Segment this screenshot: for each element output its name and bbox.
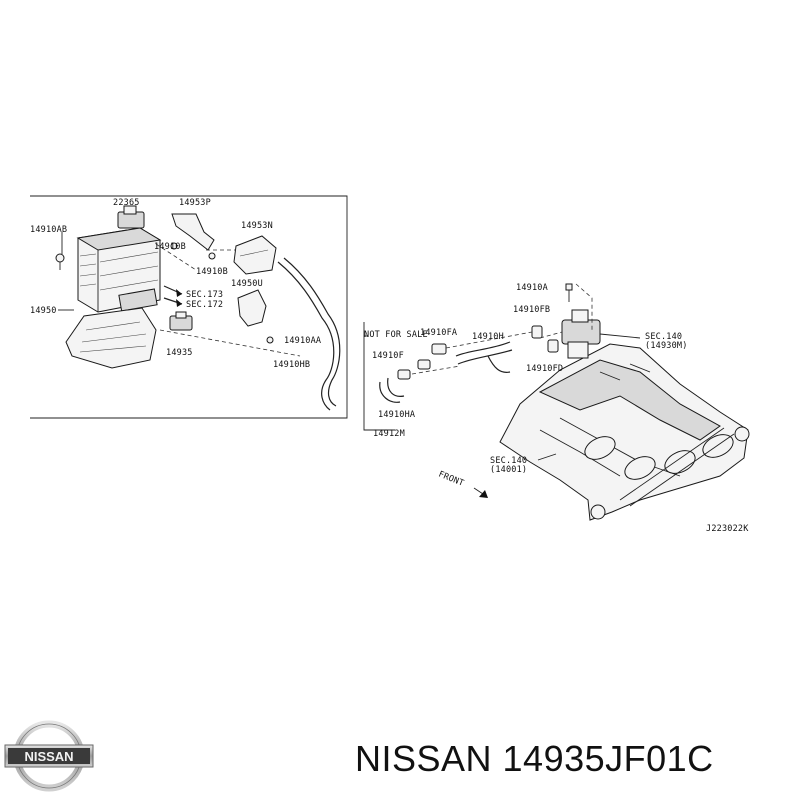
- label-sec140-b-sub: (14001): [490, 465, 527, 475]
- label-sec140-b: SEC.140: [490, 456, 527, 466]
- hose-14910ha: [379, 377, 405, 403]
- label-22365: 22365: [113, 198, 140, 208]
- label-sec172: SEC.172: [186, 300, 223, 310]
- nissan-logo: NISSAN: [4, 720, 94, 792]
- label-14950u: 14950U: [231, 279, 263, 289]
- clip-14910fb: [531, 325, 543, 339]
- intake-manifold: [499, 343, 750, 521]
- valve-22365: [117, 205, 145, 229]
- bolt-14910ab: [55, 253, 65, 270]
- canister-assembly: [65, 227, 162, 369]
- label-14910hb: 14910HB: [273, 360, 310, 370]
- hose-14910hb: [277, 261, 335, 411]
- label-14910b-1: 14910B: [154, 242, 186, 252]
- label-sec140-a-sub: (14930M): [645, 341, 688, 351]
- part-title: NISSAN 14935JF01C: [355, 738, 714, 779]
- label-14950: 14950: [30, 306, 57, 316]
- bracket-14953p: [170, 213, 216, 260]
- label-14912m: 14912M: [373, 429, 405, 439]
- label-sec173: SEC.173: [186, 290, 223, 300]
- bracket-14950u: [237, 289, 274, 344]
- front-arrow: [473, 487, 488, 498]
- label-14910fd: 14910FD: [526, 364, 563, 374]
- label-14910a: 14910A: [516, 283, 548, 293]
- connector-14910fa: [397, 343, 447, 380]
- sec-arrows: [163, 285, 183, 307]
- label-14910ab: 14910AB: [30, 225, 67, 235]
- inset-frame: [30, 195, 348, 419]
- label-14910aa: 14910AA: [284, 336, 321, 346]
- label-14935: 14935: [166, 348, 193, 358]
- label-sec140-a: SEC.140: [645, 332, 682, 342]
- label-14910b-2: 14910B: [196, 267, 228, 277]
- logo-text: NISSAN: [24, 749, 73, 764]
- label-front: FRONT: [437, 470, 465, 489]
- diagram-ref-code: J223022K: [706, 524, 749, 534]
- label-14953p: 14953P: [179, 198, 211, 208]
- bracket-14953n: [233, 235, 277, 275]
- label-14910fa: 14910FA: [420, 328, 457, 338]
- label-14910ha: 14910HA: [378, 410, 415, 420]
- label-14910fb: 14910FB: [513, 305, 550, 315]
- label-not-for-sale: NOT FOR SALE: [364, 330, 428, 340]
- label-14910f: 14910F: [372, 351, 404, 361]
- bolt-14910a: [565, 283, 573, 302]
- hose-14910h: [455, 341, 513, 373]
- valve-14935: [169, 311, 193, 331]
- purge-valve: [561, 309, 601, 359]
- label-14953n: 14953N: [241, 221, 273, 231]
- label-14910h: 14910H: [472, 332, 504, 342]
- clip-14910fd: [547, 339, 559, 353]
